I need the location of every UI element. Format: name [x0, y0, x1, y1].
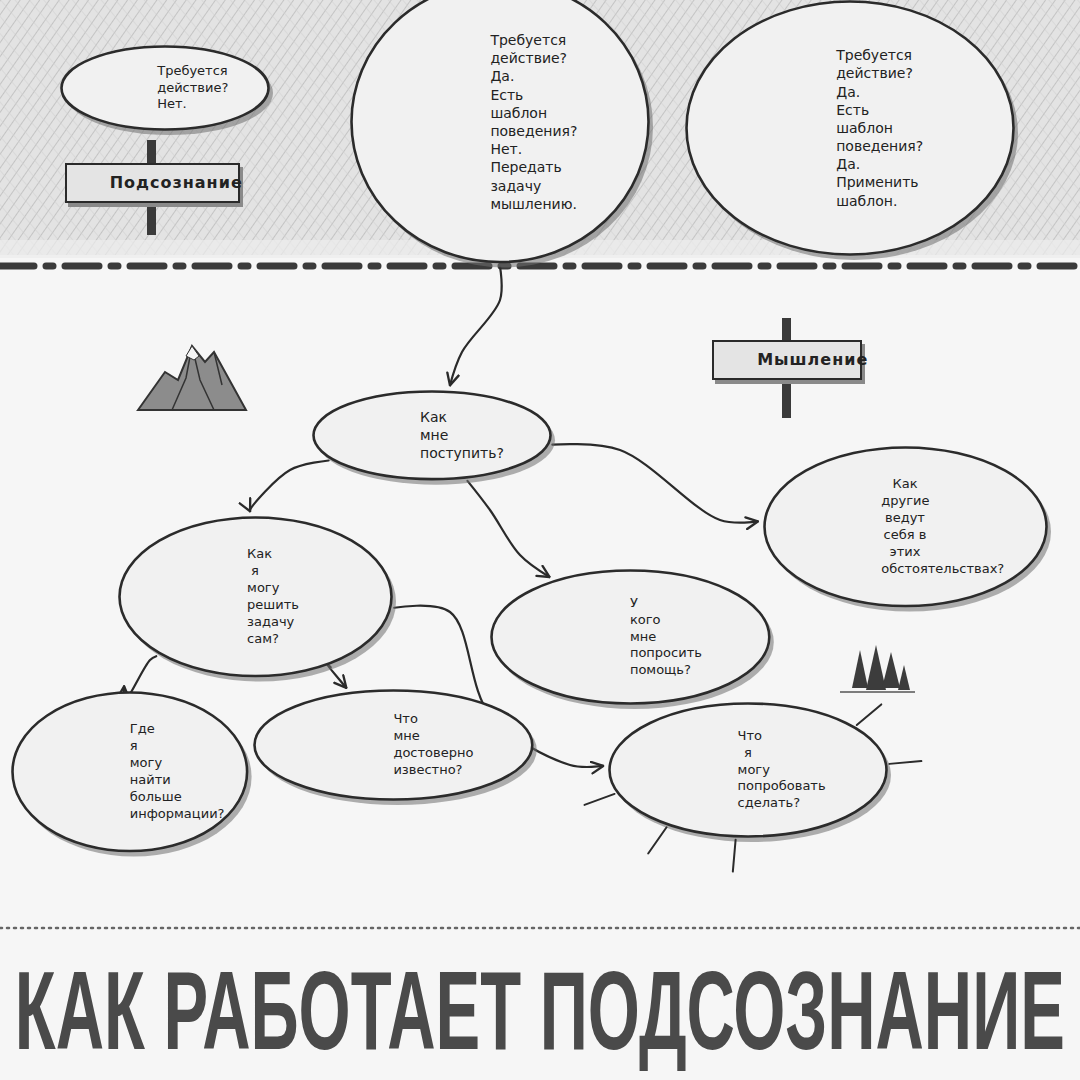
- bubble-text: Применить шаблон.: [836, 173, 864, 209]
- tree: [898, 665, 910, 690]
- signpost-board: Подсознание: [65, 163, 240, 203]
- bubble-text: Как другие ведут себя в этих обстоятельс…: [881, 476, 928, 577]
- bubble-border: [314, 391, 551, 479]
- bubble-border: [491, 571, 769, 704]
- bubble-text: Нет.: [490, 140, 509, 158]
- bubble-text: Как я могу решить задачу сам?: [247, 546, 263, 647]
- flow-arrow: [467, 481, 549, 577]
- bubble-content: Мышление: [757, 350, 817, 371]
- bubble-outline: [253, 689, 534, 801]
- bubble-text: Есть шаблон поведения?: [836, 101, 864, 156]
- bubble-content: Как я могу решить задачу сам?: [247, 546, 263, 647]
- mountain-shape: [138, 346, 246, 410]
- bubble-text: Требуется действие?: [157, 63, 173, 97]
- trees-sketch: [840, 645, 915, 692]
- thought-bubble: Как мне поступить?: [312, 390, 552, 481]
- bubble-text: Да.: [490, 67, 509, 85]
- bubble-border: [610, 704, 887, 837]
- thought-bubble: Где я могу найти больше информации?: [11, 691, 249, 853]
- title-bar: КАК РАБОТАЕТ ПОДСОЗНАНИЕ: [0, 946, 1080, 1076]
- bubble-content: Подсознание: [110, 173, 195, 194]
- idea-ray: [648, 827, 666, 853]
- idea-ray: [733, 840, 736, 872]
- thought-bubble: Что я могу попробовать сделать?: [608, 702, 888, 838]
- tree-ground: [840, 691, 915, 693]
- bubble-border: [119, 518, 391, 677]
- flow-arrow: [250, 460, 329, 511]
- idea-ray: [889, 761, 921, 764]
- bubble-border: [13, 693, 248, 852]
- bubble-text: Требуется действие?: [490, 31, 509, 67]
- bubble-text: Да.: [836, 83, 864, 101]
- dotted-separator: [0, 927, 1080, 930]
- title: КАК РАБОТАЕТ ПОДСОЗНАНИЕ: [15, 955, 1065, 1067]
- thought-bubble: Как я могу решить задачу сам?: [118, 516, 393, 678]
- thought-bubble: Требуется действие?Нет.: [60, 45, 270, 131]
- bubble-text: Мышление: [757, 350, 817, 371]
- bubble-border: [62, 47, 269, 130]
- thought-bubble: Требуется действие?Да.Есть шаблон поведе…: [350, 0, 650, 264]
- flow-arrow: [450, 267, 502, 386]
- thought-bubble: Требуется действие?Да.Есть шаблон поведе…: [685, 0, 1015, 256]
- bubble-text: Что я могу попробовать сделать?: [738, 728, 759, 812]
- bubble-content: Требуется действие?Нет.: [157, 63, 173, 114]
- tree: [866, 645, 886, 690]
- thought-bubble: Что мне достоверно известно?: [253, 689, 534, 801]
- tree: [852, 650, 868, 688]
- bubble-text: Да.: [836, 155, 864, 173]
- bubble-content: Что я могу попробовать сделать?: [738, 728, 759, 812]
- flow-arrow: [552, 444, 757, 523]
- signpost-board: Мышление: [712, 340, 862, 380]
- thought-bubble: У кого мне попросить помощь?: [490, 569, 771, 705]
- bubble-text: Требуется действие?: [836, 46, 864, 82]
- bubble-content: Как мне поступить?: [420, 408, 444, 463]
- bubble-border: [764, 448, 1046, 607]
- mountain-sketch: [138, 346, 246, 410]
- bubble-text: Подсознание: [110, 173, 195, 194]
- bubble-text: Передать задачу мышлению.: [490, 158, 509, 213]
- bubble-border: [352, 0, 649, 262]
- bubble-border: [255, 691, 533, 800]
- bubble-content: Требуется действие?Да.Есть шаблон поведе…: [490, 31, 509, 213]
- bubble-border: [687, 2, 1014, 255]
- bubble-text: Нет.: [157, 96, 173, 113]
- mountain-snow: [186, 346, 199, 360]
- tree: [882, 652, 900, 688]
- bubble-text: Как мне поступить?: [420, 408, 444, 463]
- bubble-content: Как другие ведут себя в этих обстоятельс…: [881, 476, 928, 577]
- bubble-content: Требуется действие?Да.Есть шаблон поведе…: [836, 46, 864, 210]
- bubble-text: Есть шаблон поведения?: [490, 86, 509, 141]
- mountain-ridges: [172, 346, 222, 410]
- idea-ray: [584, 794, 614, 805]
- thought-bubble: Как другие ведут себя в этих обстоятельс…: [763, 446, 1048, 608]
- idea-ray: [857, 704, 882, 725]
